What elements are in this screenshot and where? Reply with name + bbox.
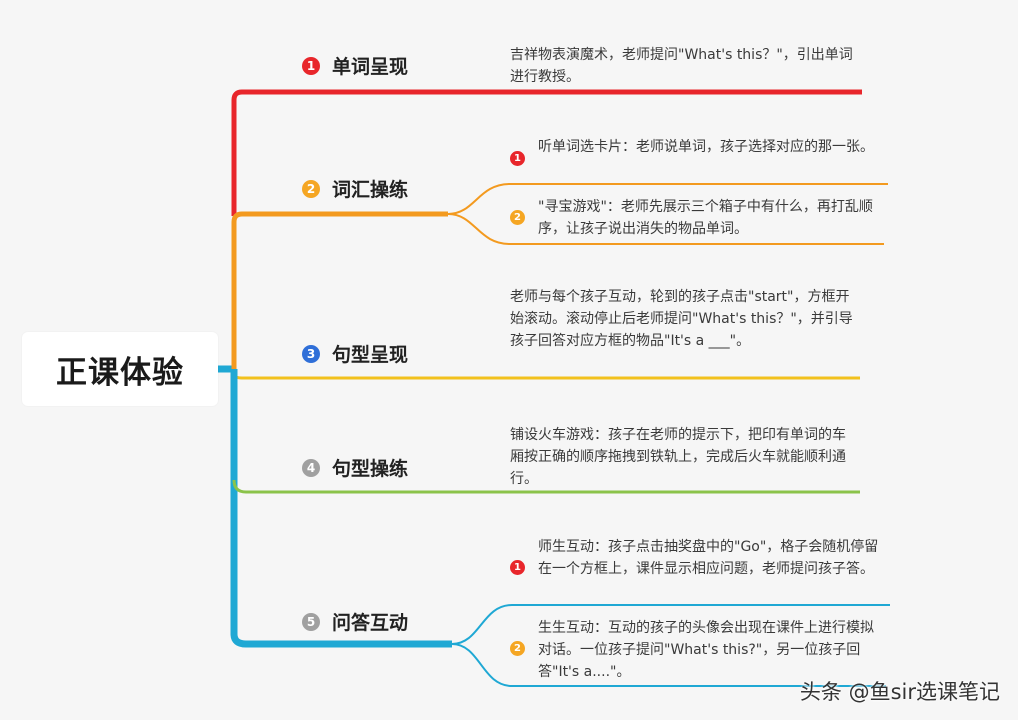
number-badge-4: 4: [302, 458, 320, 477]
sub-number-badge-2-2: 2: [510, 210, 525, 225]
branch-1-text: 吉祥物表演魔术，老师提问"What's this？"，引出单词进行教授。: [510, 47, 853, 85]
branch-1-label: 单词呈现: [332, 56, 409, 78]
branch-4-label: 句型操练: [332, 458, 409, 480]
branch-4: 4 句型操练: [302, 454, 408, 481]
branch-2-sub-2-text: "寻宝游戏"：老师先展示三个箱子中有什么，再打乱顺序，让孩子说出消失的物品单词。: [538, 199, 873, 237]
connector-branch-1: [231, 89, 862, 216]
sub-number-badge-5-1: 1: [510, 560, 525, 575]
branch-3: 3 句型呈现: [302, 340, 408, 367]
connector-branch-2-sub-1: [447, 183, 888, 215]
sub-number-badge-5-2: 2: [510, 641, 525, 656]
branch-2-sub-1-text: 听单词选卡片：老师说单词，孩子选择对应的那一张。: [538, 139, 874, 155]
branch-2-label: 词汇操练: [332, 179, 409, 201]
branch-4-text: 铺设火车游戏：孩子在老师的提示下，把印有单词的车厢按正确的顺序拖拽到铁轨上，完成…: [510, 427, 846, 487]
connector-branch-4: [232, 479, 860, 494]
number-badge-1: 1: [302, 56, 320, 75]
branch-3-text: 老师与每个孩子互动，轮到的孩子点击"start"，方框开始滚动。滚动停止后老师提…: [510, 289, 853, 349]
watermark: 头条 @鱼sir选课笔记: [799, 680, 1000, 704]
connector-branch-5-sub-2: [451, 643, 886, 687]
branch-5-sub-1-text: 师生互动：孩子点击抽奖盘中的"Go"，格子会随机停留在一个方框上，课件显示相应问…: [538, 539, 879, 577]
sub-number-badge-2-1: 1: [510, 151, 525, 166]
number-badge-2: 2: [302, 179, 320, 198]
branch-5-sub-2-text: 生生互动：互动的孩子的头像会出现在课件上进行模拟对话。一位孩子提问"What's…: [538, 620, 874, 680]
connector-branch-2-trunk: [231, 211, 448, 369]
connector-branch-2-sub-2: [447, 213, 884, 245]
connector-branch-3: [232, 369, 860, 380]
root-label: 正课体验: [56, 354, 184, 391]
branch-3-label: 句型呈现: [332, 344, 409, 366]
branch-1: 1 单词呈现: [302, 52, 408, 79]
connector-branch-5-sub-1: [451, 604, 890, 645]
branch-5: 5 问答互动: [302, 608, 408, 635]
branch-5-label: 问答互动: [332, 612, 409, 634]
branch-2: 2 词汇操练: [302, 175, 408, 202]
number-badge-5: 5: [302, 612, 320, 631]
number-badge-3: 3: [302, 344, 320, 363]
root-node: 正课体验: [22, 332, 218, 406]
connector-branch-5-trunk: [230, 369, 452, 648]
